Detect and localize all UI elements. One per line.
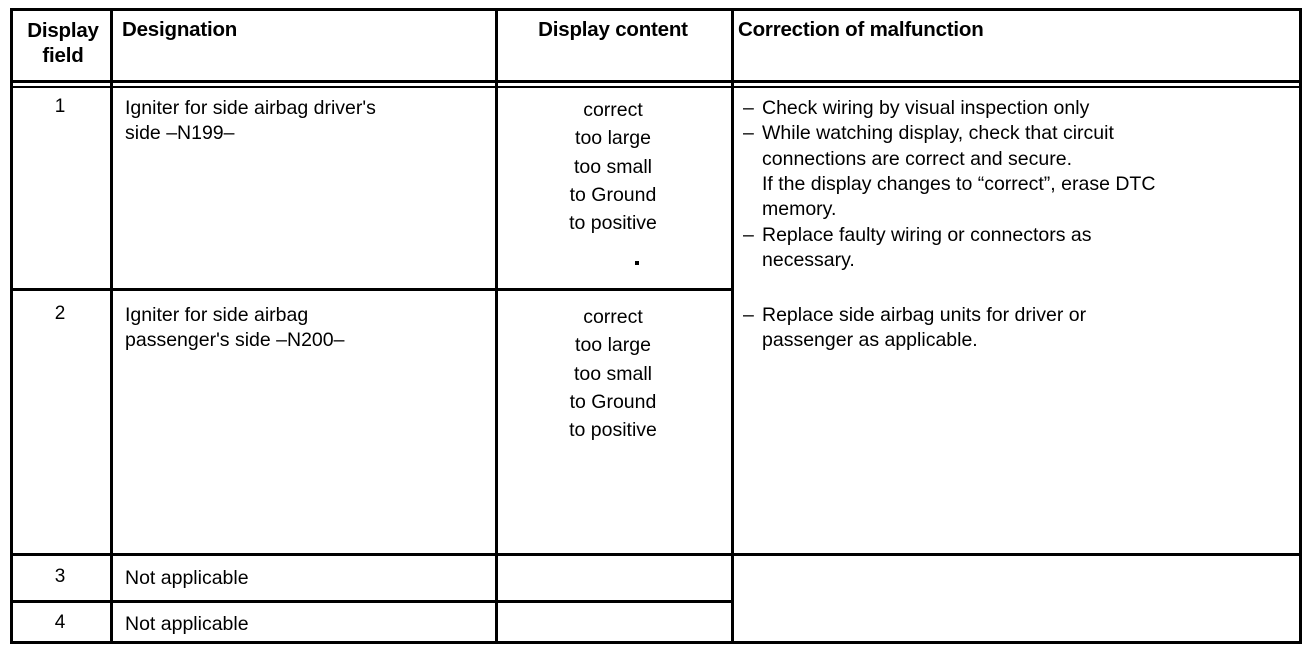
bullet-dash-icon: – — [743, 304, 754, 326]
correction-item: – Replace side airbag units for driver o… — [743, 303, 1299, 354]
scan-artifact-speck — [635, 261, 639, 265]
table-row-4-designation: Not applicable — [125, 613, 249, 635]
row-divider-2-3 — [10, 553, 1302, 556]
table-row-1-field-number: 1 — [54, 96, 66, 117]
correction-text: Replace faulty wiring or connectors as n… — [762, 223, 1092, 272]
column-divider-designation-content — [495, 8, 498, 644]
table-row-3-designation: Not applicable — [125, 567, 249, 589]
bullet-dash-icon: – — [743, 223, 754, 246]
table-row-1-corrections: – Check wiring by visual inspection only… — [743, 96, 1299, 273]
correction-item: – While watching display, check that cir… — [743, 121, 1299, 172]
table-row-3-field-number: 3 — [54, 566, 66, 587]
correction-text: Replace side airbag units for driver or … — [762, 304, 1087, 352]
table-row-2-display-content: correct too large too small to Ground to… — [569, 306, 657, 442]
bullet-dash-icon: – — [743, 97, 754, 119]
table-row-4-field-number: 4 — [54, 612, 66, 633]
table-bottom-rule — [10, 641, 1302, 644]
table-row-2-designation: Igniter for side airbag passenger's side… — [125, 304, 345, 352]
column-divider-content-correction — [731, 8, 734, 644]
header-designation: Designation — [122, 18, 238, 41]
header-rule-upper — [10, 80, 1302, 83]
column-divider-field-designation — [110, 8, 113, 644]
header-display-field: Display field — [27, 19, 99, 67]
table-row-1-designation: Igniter for side airbag driver's side –N… — [125, 97, 376, 145]
correction-text: While watching display, check that circu… — [762, 122, 1114, 170]
correction-item: – Check wiring by visual inspection only — [743, 96, 1299, 121]
correction-item: – Replace faulty wiring or connectors as… — [743, 223, 1299, 274]
row-divider-1-2 — [10, 288, 731, 291]
table-row-1-display-content: correct too large too small to Ground to… — [569, 99, 657, 235]
correction-continuation: If the display changes to “correct”, era… — [762, 173, 1156, 221]
row-divider-3-4 — [10, 600, 731, 603]
bullet-dash-icon: – — [743, 122, 754, 145]
table-row-2-field-number: 2 — [54, 303, 66, 324]
header-display-content: Display content — [538, 18, 688, 41]
table-row-2-corrections: – Replace side airbag units for driver o… — [743, 303, 1299, 354]
correction-text: Check wiring by visual inspection only — [762, 97, 1090, 119]
diagnostic-table: Display field Designation Display conten… — [10, 8, 1302, 644]
header-correction-of-malfunction: Correction of malfunction — [738, 18, 984, 41]
header-rule-lower — [10, 86, 1302, 88]
